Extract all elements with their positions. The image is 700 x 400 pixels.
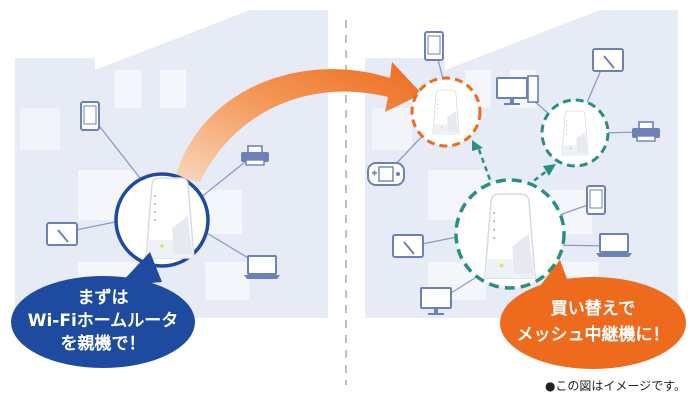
mesh-router-teal: [540, 98, 610, 168]
desktop-pc-icon: [496, 75, 539, 106]
home-router-parent: [114, 172, 210, 268]
tablet-landscape-icon: [392, 234, 424, 258]
tablet-icon: [80, 101, 100, 131]
mesh-parent-router: [454, 178, 566, 290]
left-callout-bubble: まずは Wi-Fiホームルータ を親機で！: [11, 252, 195, 368]
laptop-icon: [243, 255, 281, 280]
tablet-landscape-icon: [46, 222, 78, 246]
laptop-icon: [595, 233, 633, 258]
smartphone-icon: [586, 185, 606, 215]
mesh-router-orange: [410, 76, 482, 148]
mesh-arrowhead-icon: [472, 140, 483, 151]
image-note: ●この図はイメージです。: [544, 379, 686, 393]
right-bubble-line1: 買い替えで: [551, 298, 636, 319]
left-house: [15, 10, 328, 318]
mesh-arrowhead-icon: [543, 164, 556, 176]
game-console-icon: [367, 162, 405, 186]
left-bubble-line2: Wi-Fiホームルータ: [28, 311, 179, 331]
right-callout-bubble: 買い替えで メッシュ中継機に！: [500, 260, 686, 369]
left-bubble-line3: を親機で！: [61, 333, 146, 354]
left-bubble-line1: まずは: [78, 288, 129, 308]
tablet-landscape-icon: [592, 48, 624, 72]
router-icon: [145, 177, 195, 259]
smartphone-icon: [424, 31, 444, 61]
upgrade-arrow-icon: [175, 62, 422, 182]
right-bubble-line2: メッシュ中継機に！: [517, 324, 670, 345]
